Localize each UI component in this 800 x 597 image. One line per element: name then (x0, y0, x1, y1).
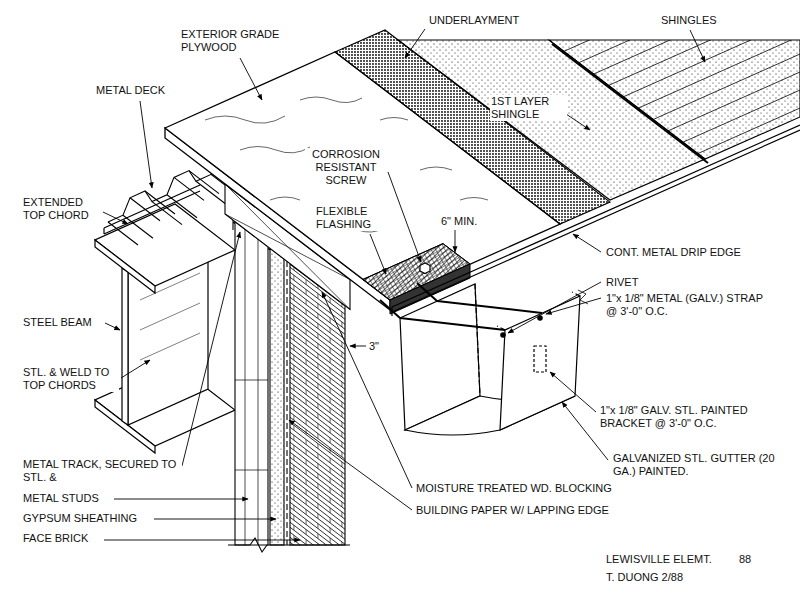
drip-edge (392, 125, 800, 316)
part-label: METAL TRACK, SECURED TO STL. & (22, 458, 182, 484)
title-block-text: LEWISVILLE ELEMT. (605, 553, 713, 566)
part-label: 1ST LAYER SHINGLE (490, 95, 567, 121)
part-label: CORROSION RESISTANT SCREW (305, 148, 387, 187)
part-label: STEEL BEAM (22, 316, 93, 329)
part-label: METAL STUDS (22, 492, 100, 505)
part-label: FLEXIBLE FLASHING (315, 205, 389, 231)
part-label: METAL DECK (95, 84, 166, 97)
part-label: RIVET (605, 276, 639, 289)
title-block-text: 88 (738, 553, 752, 566)
steel-beam (95, 204, 235, 453)
part-label: CONT. METAL DRIP EDGE (605, 246, 742, 259)
dimension-label: 6" MIN. (440, 215, 478, 228)
part-label: GYPSUM SHEATHING (22, 512, 138, 525)
part-label: MOISTURE TREATED WD. BLOCKING (415, 482, 613, 495)
part-label: UNDERLAYMENT (428, 14, 520, 27)
shingles (398, 0, 800, 224)
part-label: GALVANIZED STL. GUTTER (20 GA.) PAINTED. (612, 452, 789, 478)
dimension-label: 3" (368, 340, 380, 353)
part-label: 1"x 1/8" GALV. STL. PAINTED BRACKET @ 3'… (599, 404, 796, 430)
part-label: SHINGLES (660, 14, 718, 27)
part-label: BUILDING PAPER W/ LAPPING EDGE (415, 504, 610, 517)
part-label: EXTENDED TOP CHORD (22, 196, 102, 222)
part-label: STL. & WELD TO TOP CHORDS (22, 366, 119, 392)
title-block-text: T. DUONG 2/88 (605, 571, 684, 584)
part-label: 1"x 1/8" METAL (GALV.) STRAP @ 3'-0" O.C… (605, 292, 772, 318)
part-label: EXTERIOR GRADE PLYWOOD (180, 28, 292, 54)
part-label: FACE BRICK (22, 532, 89, 545)
